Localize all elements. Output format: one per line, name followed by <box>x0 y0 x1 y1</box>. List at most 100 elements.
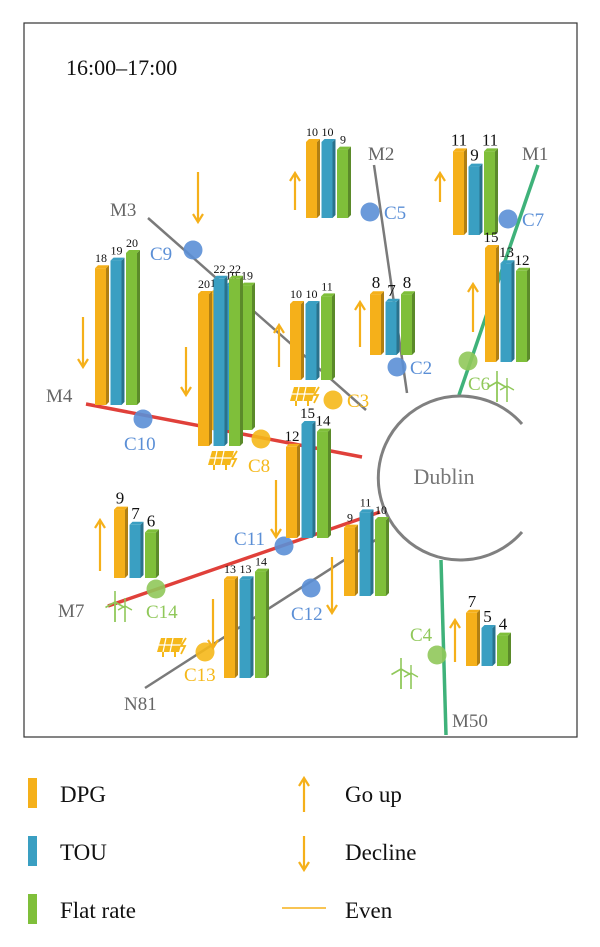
bar-value-label: 11 <box>321 279 333 293</box>
bar-value-label: 14 <box>316 414 332 430</box>
bar-flat <box>401 294 412 355</box>
bar-side-tou <box>396 298 400 355</box>
arrow-up-icon <box>298 775 310 812</box>
node-label: C9 <box>150 244 172 265</box>
arrow-down-icon <box>192 172 204 225</box>
bar-side-dpg <box>297 443 300 538</box>
bar-tou <box>213 278 225 446</box>
bar-top-tou <box>385 298 400 302</box>
bar-dpg <box>114 509 125 578</box>
node-label: C3 <box>347 391 369 412</box>
bar-side-flat <box>527 267 530 362</box>
bar-side-tou <box>492 625 496 666</box>
bar-side-tou <box>121 257 125 405</box>
node-c6: C6 <box>458 351 490 395</box>
bar-tou <box>500 263 512 362</box>
arrow-up-icon <box>449 617 461 662</box>
bar-dpg <box>466 612 477 666</box>
bar-side-flat <box>348 146 351 218</box>
legend-item-dpg: DPG <box>28 778 106 808</box>
bar-dpg <box>286 446 297 538</box>
bar-tou <box>481 628 493 666</box>
node-marker <box>458 351 478 371</box>
bar-side-flat <box>332 293 335 380</box>
node-marker <box>251 429 271 449</box>
bar-value-label: 11 <box>451 130 467 149</box>
node-marker <box>323 390 343 410</box>
bar-value-label: 7 <box>131 504 140 523</box>
legend-label-even: Even <box>345 898 393 923</box>
bar-side-dpg <box>235 576 238 678</box>
bar-top-dpg <box>286 443 300 447</box>
node-marker <box>360 202 380 222</box>
bar-side-tou <box>140 521 144 578</box>
bar-value-label: 15 <box>300 406 315 422</box>
legend-swatch-dpg <box>28 778 37 808</box>
bar-top-flat <box>484 148 498 152</box>
bar-value-label: 5 <box>483 607 492 626</box>
bar-top-tou <box>129 521 144 525</box>
time-window-label: 16:00–17:00 <box>66 55 177 80</box>
legend-label-decline: Decline <box>345 840 417 865</box>
bar-dpg <box>306 142 317 218</box>
wind-turbine-icon <box>105 591 133 622</box>
bar-value-label: 7 <box>387 281 396 300</box>
bar-top-flat <box>317 428 331 432</box>
bar-top-dpg <box>290 301 304 304</box>
bar-side-dpg <box>317 139 320 218</box>
arrow-down-icon <box>77 317 89 370</box>
bar-value-label: 10 <box>306 125 318 139</box>
arrow-down-icon <box>270 480 282 540</box>
bar-top-dpg <box>485 245 499 248</box>
bar-top-flat <box>145 529 159 533</box>
solar-icon <box>208 450 238 470</box>
road-label-m2: M2 <box>368 144 394 165</box>
bar-top-flat <box>497 632 511 636</box>
bar-side-tou <box>316 301 320 380</box>
bar-dpg <box>485 248 496 362</box>
node-marker <box>183 240 203 260</box>
road-labels: M1 M2 M3 M4 M7 N81 M50 <box>46 144 548 732</box>
road-label-m1: M1 <box>522 144 548 165</box>
bar-value-label: 13 <box>224 562 236 576</box>
legend-item-even: Even <box>282 898 393 923</box>
node-label: C13 <box>184 665 216 686</box>
wind-turbine-icon <box>391 658 419 689</box>
arrow-up-icon <box>273 322 285 367</box>
bar-value-label: 19 <box>111 244 123 258</box>
bar-side-dpg <box>464 148 467 235</box>
legend-item-up: Go up <box>298 775 402 812</box>
bar-groups: 1819191010911911181920202222101011878151… <box>77 125 530 678</box>
bar-side-flat <box>386 517 389 596</box>
node-marker <box>498 209 518 229</box>
bar-top-tou <box>110 257 125 261</box>
node-label: C4 <box>410 625 433 646</box>
legend-swatch-tou <box>28 836 37 866</box>
bar-value-label: 22 <box>214 262 226 276</box>
bar-flat <box>337 149 348 218</box>
bar-value-label: 12 <box>515 253 530 269</box>
node-marker <box>427 645 447 665</box>
bar-top-flat <box>126 250 140 253</box>
dublin-ring-road <box>376 394 524 562</box>
bar-side-flat <box>240 275 243 446</box>
node-marker <box>274 536 294 556</box>
bar-side-flat <box>508 632 511 666</box>
node-label: C2 <box>410 358 432 379</box>
road-label-m3: M3 <box>110 200 136 221</box>
legend-item-decline: Decline <box>298 836 417 873</box>
bar-value-label: 18 <box>95 251 107 265</box>
bar-dpg <box>95 268 106 405</box>
bar-top-dpg <box>453 148 467 152</box>
bar-top-tou <box>239 576 254 580</box>
bar-top-tou <box>305 301 320 304</box>
bar-top-dpg <box>466 609 480 613</box>
bar-flat <box>516 270 527 362</box>
node-c9: C9 <box>150 240 203 265</box>
node-icons <box>105 371 515 689</box>
